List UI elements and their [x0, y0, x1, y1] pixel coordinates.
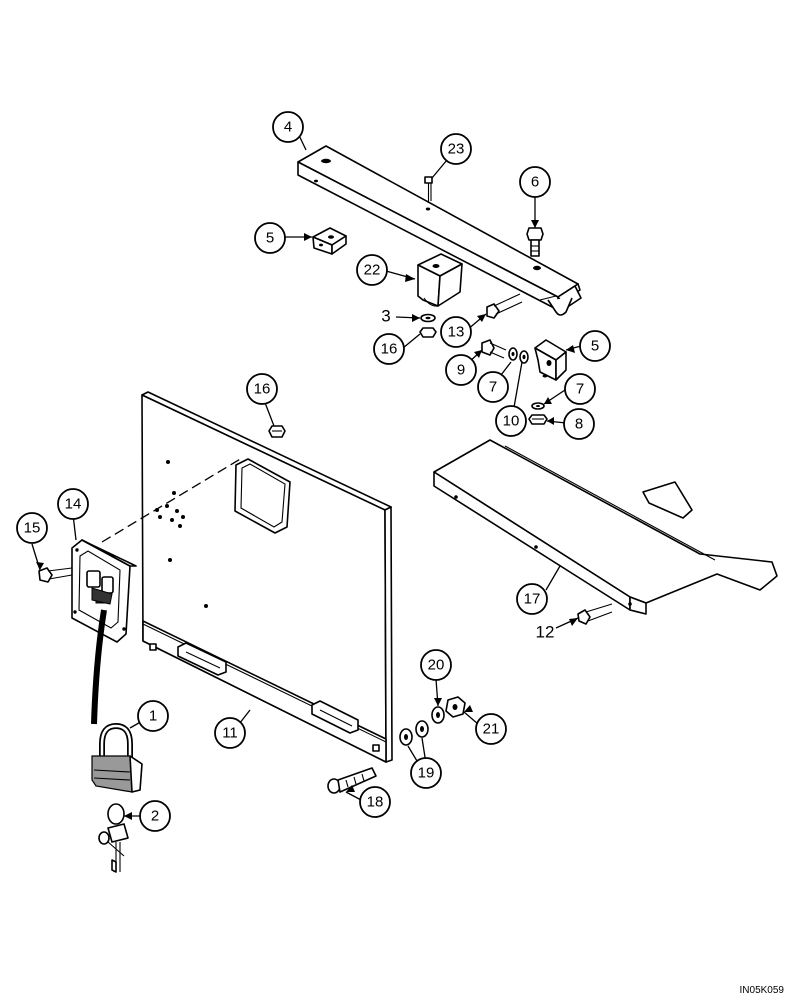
label-3: 3 [381, 307, 390, 326]
callout-18: 18 [359, 786, 391, 818]
callout-20: 20 [420, 649, 452, 681]
svg-text:17: 17 [524, 591, 541, 608]
callout-6: 6 [519, 166, 551, 198]
mounting-bar [297, 145, 582, 316]
callout-11: 11 [214, 717, 246, 749]
svg-text:12: 12 [536, 623, 555, 642]
nut-8 [528, 414, 548, 425]
washer-3 [420, 313, 436, 323]
nut-21 [445, 696, 466, 718]
nut-16-panel [268, 425, 286, 438]
callout-16-panel: 16 [246, 373, 278, 405]
svg-text:5: 5 [591, 338, 599, 355]
svg-text:6: 6 [531, 174, 539, 191]
padlock-cable [91, 609, 107, 725]
svg-text:20: 20 [428, 657, 445, 674]
callout-7-b: 7 [564, 373, 596, 405]
callout-17: 17 [516, 583, 548, 615]
bolt-12 [577, 603, 613, 625]
bolt-6 [526, 227, 544, 257]
svg-text:7: 7 [489, 379, 497, 396]
carriage-bolt-18 [327, 767, 377, 794]
bolt-23 [424, 176, 433, 203]
callout-2: 2 [139, 800, 171, 832]
washer-10 [519, 350, 529, 364]
callout-5-right: 5 [579, 330, 611, 362]
svg-text:9: 9 [457, 362, 465, 379]
callout-19: 19 [410, 757, 442, 789]
callout-5-left: 5 [254, 222, 286, 254]
reference-code: IN05K059 [739, 985, 784, 996]
alignment-line [101, 457, 243, 543]
svg-text:2: 2 [151, 808, 159, 825]
lock-washer-20 [431, 706, 445, 724]
svg-text:19: 19 [418, 765, 435, 782]
svg-text:14: 14 [65, 496, 82, 513]
callout-1: 1 [137, 700, 169, 732]
callout-13: 13 [440, 316, 472, 348]
callout-7-a: 7 [477, 371, 509, 403]
svg-text:8: 8 [575, 416, 583, 433]
callout-15: 15 [16, 512, 48, 544]
screw-15 [38, 567, 73, 583]
svg-text:4: 4 [284, 119, 292, 136]
seat-plate [433, 439, 778, 615]
angle-bracket-left [312, 227, 347, 255]
callout-10: 10 [495, 405, 527, 437]
bolt-13 [486, 293, 523, 319]
nut-16-upper [419, 327, 437, 338]
svg-text:18: 18 [367, 794, 384, 811]
bolt-9 [481, 339, 507, 359]
svg-text:15: 15 [24, 520, 41, 537]
angle-bracket-right [534, 339, 567, 381]
door-panel [141, 391, 393, 763]
svg-text:16: 16 [381, 341, 398, 358]
callout-22: 22 [356, 254, 388, 286]
callout-8: 8 [563, 408, 595, 440]
latch-assembly [71, 539, 137, 643]
bracket-22 [417, 253, 463, 307]
svg-text:22: 22 [364, 262, 381, 279]
callout-9: 9 [445, 354, 477, 386]
svg-text:1: 1 [149, 708, 157, 725]
padlock [91, 722, 143, 793]
washer-7-b [531, 402, 545, 410]
washer-7-a [508, 347, 518, 361]
svg-text:23: 23 [448, 141, 465, 158]
washer-19-b [415, 720, 429, 738]
callout-23: 23 [440, 133, 472, 165]
svg-text:10: 10 [503, 413, 520, 430]
keys [98, 803, 129, 873]
svg-text:7: 7 [576, 381, 584, 398]
svg-text:21: 21 [483, 721, 500, 738]
callout-14: 14 [57, 488, 89, 520]
svg-text:13: 13 [448, 324, 465, 341]
callout-4: 4 [272, 111, 304, 143]
washer-19 [399, 728, 413, 746]
label-12: 12 [536, 623, 555, 642]
svg-text:3: 3 [381, 307, 390, 326]
svg-text:5: 5 [266, 230, 274, 247]
callout-21: 21 [475, 713, 507, 745]
svg-text:16: 16 [254, 381, 271, 398]
callout-16-upper: 16 [373, 333, 405, 365]
svg-text:11: 11 [222, 725, 238, 742]
